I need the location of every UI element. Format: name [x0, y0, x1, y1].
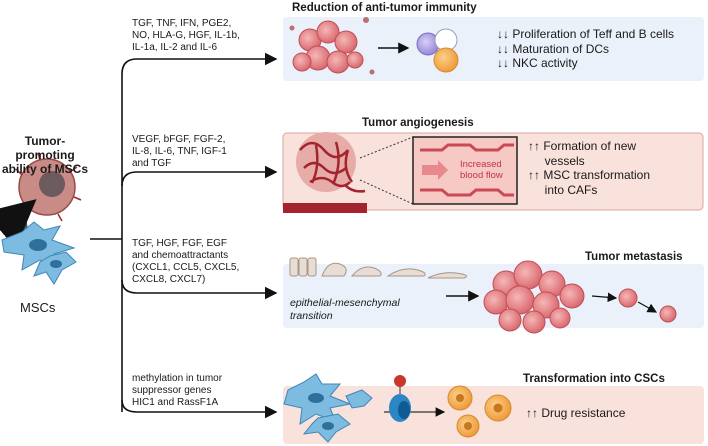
angiogenesis-factors: VEGF, bFGF, FGF-2, IL-8, IL-6, TNF, IGF-…: [132, 134, 227, 169]
tumor-cluster-icon: [289, 17, 375, 75]
immune-cells-icon: [416, 28, 459, 73]
epithelial-cells-icon: [289, 257, 468, 279]
metastasis-title: Tumor metastasis: [585, 251, 683, 263]
dna-methylation-icon: [384, 375, 446, 422]
metastasis-factors: TGF, HGF, FGF, EGF and chemoattractants …: [132, 238, 240, 285]
csc-factors: methylation in tumor suppressor genes HI…: [132, 373, 223, 408]
main-title: Tumor- promoting ability of MSCs: [2, 134, 89, 176]
msc-label: MSCs: [20, 300, 56, 315]
panel-immunity: [283, 17, 704, 81]
csc-title: Transformation into CSCs: [523, 373, 665, 385]
immunity-title: Reduction of anti-tumor immunity: [292, 2, 477, 14]
inset-zoom-lines: [359, 136, 414, 205]
blood-flow-inset: [412, 136, 518, 205]
msc-cells-icon: [1, 221, 77, 285]
angiogenesis-effects: ↑↑ Formation of new vessels ↑↑ MSC trans…: [528, 139, 651, 197]
tumor-vasculature-icon: [283, 132, 367, 213]
angiogenesis-title: Tumor angiogenesis: [362, 117, 474, 129]
csc-cells-icon: [447, 385, 512, 438]
msc-cluster-icon: [283, 373, 373, 443]
blood-flow-label: Increased blood flow: [460, 159, 503, 181]
csc-effects: ↑↑ Drug resistance: [526, 406, 626, 420]
immunity-effects: ↓↓ Proliferation of Teff and B cells ↓↓ …: [497, 27, 674, 70]
emt-label: epithelial-mesenchymal transition: [290, 297, 400, 322]
immunity-factors: TGF, TNF, IFN, PGE2, NO, HLA-G, HGF, IL-…: [132, 18, 240, 53]
branch-connectors: [90, 52, 278, 419]
metastatic-tumor-icon: [483, 260, 585, 334]
migrating-cells-icon: [591, 288, 677, 323]
